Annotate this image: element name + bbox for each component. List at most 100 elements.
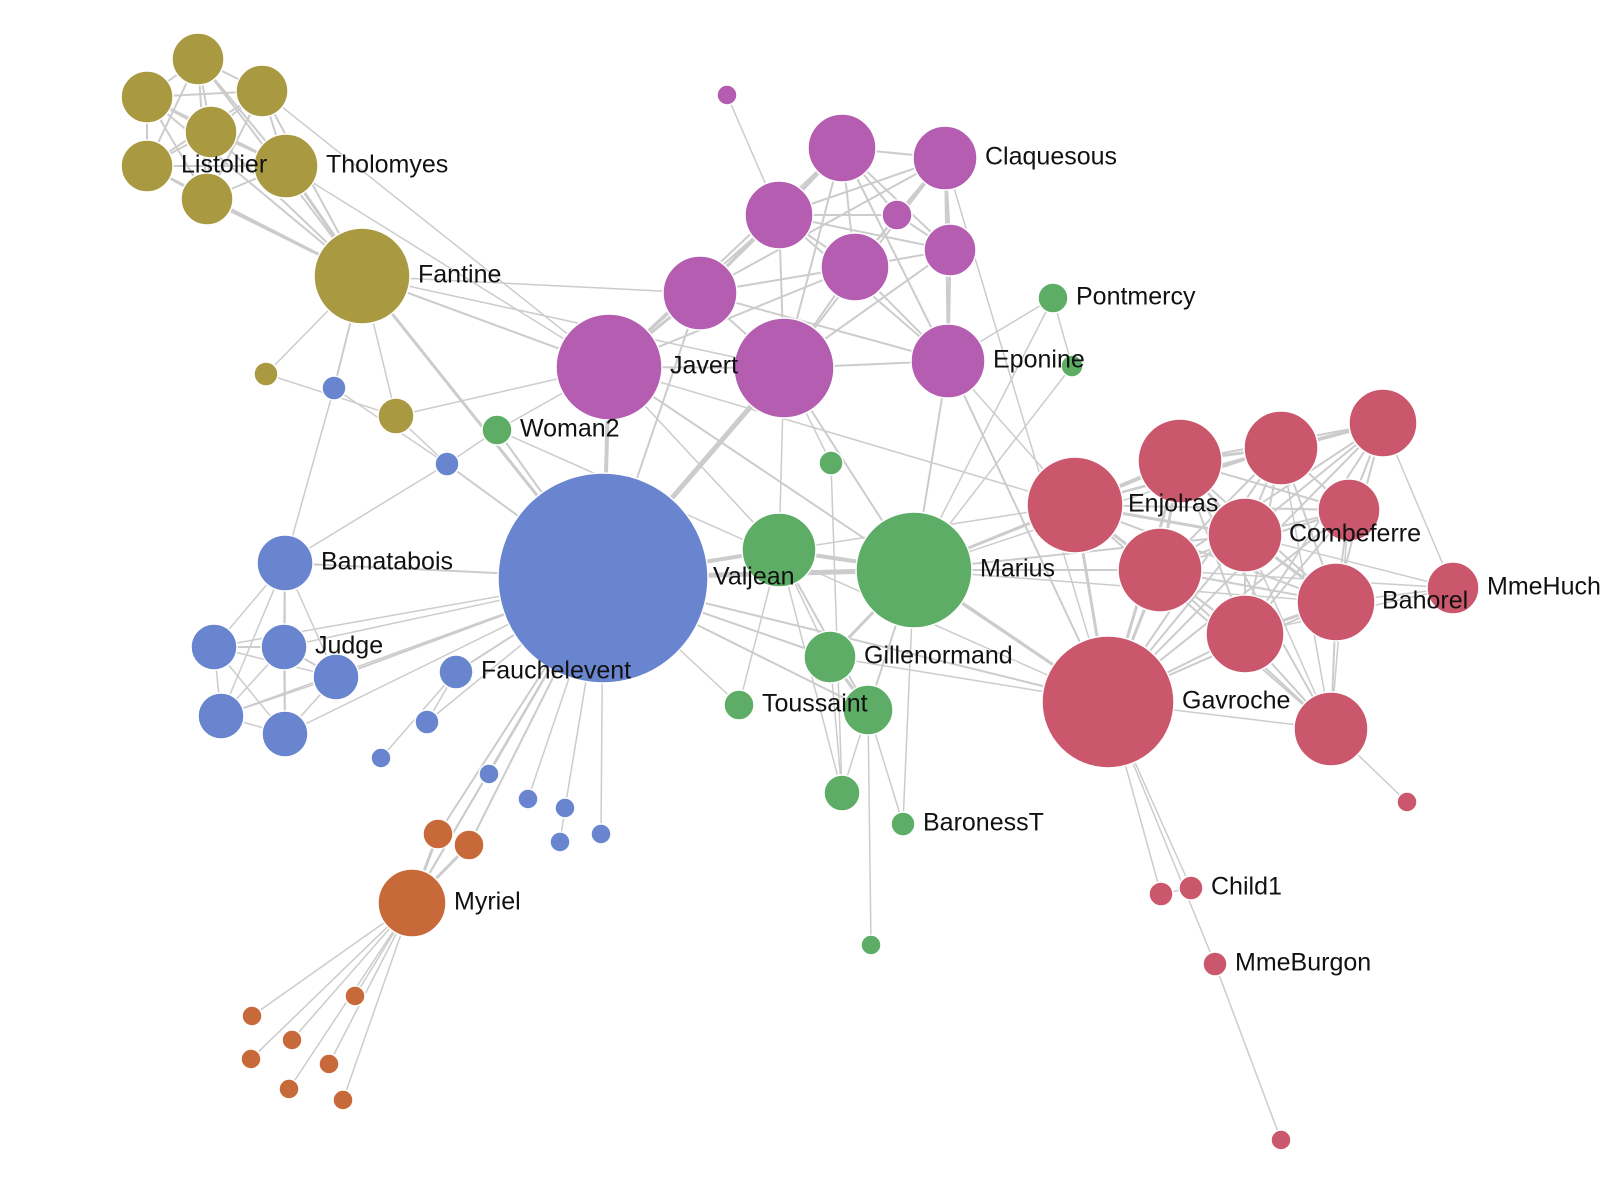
node-n_ol2[interactable] <box>120 70 174 124</box>
node-mmehucheloup[interactable] <box>1426 561 1480 615</box>
node-tholomyes[interactable] <box>253 133 319 199</box>
node-n_pu10[interactable] <box>733 317 835 419</box>
node-valjean[interactable] <box>497 472 709 684</box>
node-n_rd4[interactable] <box>1348 388 1418 458</box>
node-n_bl2[interactable] <box>321 375 347 401</box>
node-n_pu8[interactable] <box>662 255 738 331</box>
node-n_rd5[interactable] <box>1317 478 1381 542</box>
edge-Enjolras-n_rd12 <box>1179 460 1332 730</box>
node-baronesst[interactable] <box>890 811 916 837</box>
node-pontmercy[interactable] <box>1037 282 1069 314</box>
edge-n_gr9-n_gr12 <box>867 709 872 946</box>
node-n_ol10[interactable] <box>377 397 415 435</box>
node-n_or6[interactable] <box>281 1029 303 1051</box>
node-n_pu7[interactable] <box>820 232 890 302</box>
node-n_ol9[interactable] <box>253 361 279 387</box>
node-n_pu1[interactable] <box>716 84 738 106</box>
node-n_bl3[interactable] <box>434 451 460 477</box>
node-n_pu5[interactable] <box>881 199 913 231</box>
node-enjolras[interactable] <box>1137 418 1223 504</box>
node-n_bl12[interactable] <box>370 747 392 769</box>
edge-Myriel-n_or7 <box>250 902 413 1060</box>
edge-n_pu2-Eponine <box>841 147 949 362</box>
node-n_gr2[interactable] <box>1060 354 1084 378</box>
edge-n_ol3-Javert <box>261 90 610 368</box>
edge-n_rd4-n_rd9 <box>1244 422 1384 635</box>
node-listolier[interactable] <box>120 139 174 193</box>
node-n_rd9[interactable] <box>1205 594 1285 674</box>
node-toussaint[interactable] <box>723 689 755 721</box>
node-combeferre[interactable] <box>1207 497 1283 573</box>
node-n_bl5[interactable] <box>190 623 238 671</box>
node-label-pontmercy: Pontmercy <box>1076 283 1196 311</box>
node-n_ol3[interactable] <box>235 64 289 118</box>
node-gavroche[interactable] <box>1041 635 1175 769</box>
node-marius[interactable] <box>855 511 973 629</box>
edge-n_rd1-n_rd12 <box>1074 504 1332 730</box>
node-claquesous[interactable] <box>912 125 978 191</box>
node-n_rd3[interactable] <box>1243 410 1319 486</box>
edge-Javert-n_rd1 <box>608 366 1076 506</box>
node-n_bl14[interactable] <box>517 788 539 810</box>
node-n_rd14[interactable] <box>1148 881 1174 907</box>
node-gillenormand[interactable] <box>803 630 857 684</box>
node-n_gr9[interactable] <box>842 684 894 736</box>
node-n_ol6[interactable] <box>180 172 234 226</box>
node-label-bamatabois: Bamatabois <box>321 548 453 576</box>
node-child1[interactable] <box>1178 875 1204 901</box>
node-eponine[interactable] <box>910 323 986 399</box>
node-n_ol1[interactable] <box>171 32 225 86</box>
edge-Fantine-n_pu10 <box>361 275 785 369</box>
node-n_bl15[interactable] <box>554 797 576 819</box>
edge-n_gr4-n_gr10 <box>830 462 843 794</box>
edge-n_rd4-n_rd7 <box>1159 422 1384 571</box>
node-n_or2[interactable] <box>453 829 485 861</box>
node-label-judge: Judge <box>315 632 383 660</box>
node-n_gr12[interactable] <box>860 934 882 956</box>
node-label-claquesous: Claquesous <box>985 143 1117 171</box>
node-label-gavroche: Gavroche <box>1182 687 1290 715</box>
node-label-mmeburgon: MmeBurgon <box>1235 949 1371 977</box>
node-n_pu4[interactable] <box>744 180 814 250</box>
edge-n_pu8-Eponine <box>699 292 949 362</box>
node-n_rd1[interactable] <box>1026 456 1124 554</box>
node-n_gr10[interactable] <box>823 774 861 812</box>
edge-n_bl2-Bamatabois <box>284 387 335 564</box>
node-n_bl7[interactable] <box>312 653 360 701</box>
nodes-layer <box>120 32 1480 1151</box>
node-n_bl13[interactable] <box>478 763 500 785</box>
node-n_rd12[interactable] <box>1293 691 1369 767</box>
node-n_rd13[interactable] <box>1396 791 1418 813</box>
node-label-tholomyes: Tholomyes <box>326 151 448 179</box>
node-n_rd7[interactable] <box>1117 527 1203 613</box>
node-n_or7[interactable] <box>240 1048 262 1070</box>
node-judge[interactable] <box>260 623 308 671</box>
node-myriel[interactable] <box>377 868 447 938</box>
node-n_or8[interactable] <box>318 1053 340 1075</box>
node-mmeburgon[interactable] <box>1202 951 1228 977</box>
node-n_rd17[interactable] <box>1270 1129 1292 1151</box>
node-n_ol4[interactable] <box>184 105 238 159</box>
node-n_bl16[interactable] <box>549 831 571 853</box>
node-n_pu2[interactable] <box>807 113 877 183</box>
node-n_bl8[interactable] <box>197 692 245 740</box>
node-fantine[interactable] <box>313 227 411 325</box>
node-label-child1: Child1 <box>1211 873 1282 901</box>
node-n_gr4[interactable] <box>818 450 844 476</box>
node-n_or1[interactable] <box>422 818 454 850</box>
node-bahorel[interactable] <box>1296 562 1376 642</box>
node-n_or9[interactable] <box>278 1078 300 1100</box>
node-n_bl11[interactable] <box>414 709 440 735</box>
node-n_gr5[interactable] <box>741 512 817 588</box>
node-n_pu6[interactable] <box>923 223 977 277</box>
node-n_or4[interactable] <box>344 985 366 1007</box>
node-n_bl17[interactable] <box>590 823 612 845</box>
node-bamatabois[interactable] <box>256 534 314 592</box>
node-woman2[interactable] <box>481 414 513 446</box>
node-fauchelevent[interactable] <box>438 654 474 690</box>
node-n_or5[interactable] <box>241 1005 263 1027</box>
edge-n_bl3-Bamatabois <box>284 463 448 564</box>
node-n_bl9[interactable] <box>261 710 309 758</box>
node-n_or10[interactable] <box>332 1089 354 1111</box>
node-javert[interactable] <box>555 313 663 421</box>
